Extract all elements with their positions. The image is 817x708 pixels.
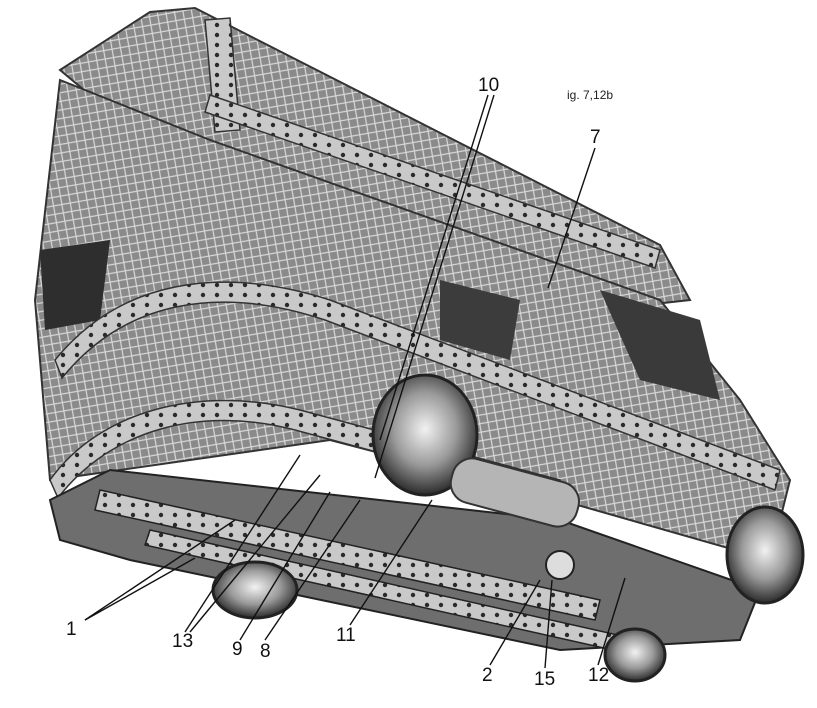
body-side-panel <box>33 78 792 562</box>
interior-shadow <box>600 290 720 400</box>
wheel <box>725 505 805 605</box>
figure-caption: ig. 7,12b <box>567 88 614 102</box>
callout-11: 11 <box>336 625 356 646</box>
perforated-strip <box>204 94 661 269</box>
axle-cylinder <box>449 457 580 528</box>
hub <box>545 550 575 580</box>
callout-1: 1 <box>66 619 77 640</box>
perforated-strip <box>54 281 781 491</box>
interior-shadow <box>440 280 520 360</box>
callout-13: 13 <box>172 631 194 652</box>
callout-9: 9 <box>232 639 243 660</box>
interior-shadow <box>40 240 110 330</box>
callout-2: 2 <box>482 665 493 686</box>
callout-12: 12 <box>588 665 610 686</box>
callout-10: 10 <box>478 75 500 96</box>
callout-15: 15 <box>534 669 556 690</box>
leader-lines <box>84 94 626 669</box>
callout-8: 8 <box>260 641 271 662</box>
wheel <box>603 627 667 683</box>
wheel <box>371 373 479 497</box>
callout-7: 7 <box>590 127 601 148</box>
chassis-strip <box>94 489 601 621</box>
